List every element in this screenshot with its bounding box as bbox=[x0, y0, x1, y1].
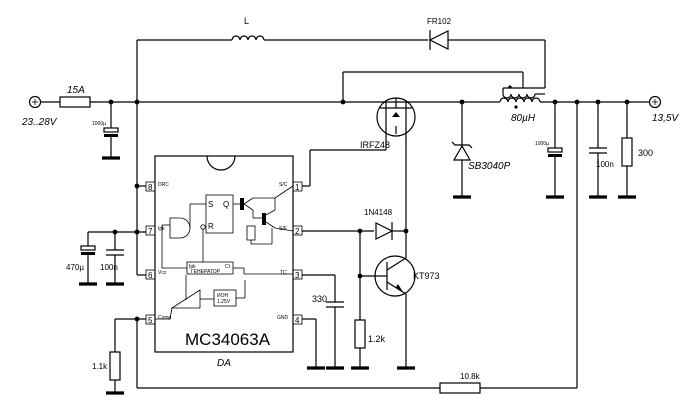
pin-7-name: Ipk bbox=[158, 226, 165, 232]
cap-470u bbox=[79, 232, 97, 286]
resistor-1k2-label: 1.2k bbox=[368, 334, 386, 344]
transistor-label: KT973 bbox=[413, 271, 440, 281]
ic-comparator bbox=[155, 275, 214, 320]
ic-mc34063a bbox=[154, 155, 294, 353]
diode-fr102-label: FR102 bbox=[427, 17, 452, 26]
ic-part-number: MC34063A bbox=[185, 330, 271, 349]
ic-output-transistors bbox=[233, 185, 294, 245]
output-terminal bbox=[648, 95, 662, 109]
cap-output-electrolytic bbox=[546, 102, 564, 199]
pin-1-name: S/C bbox=[279, 182, 288, 188]
osc-name: ГЕНЕРАТОР bbox=[191, 269, 221, 275]
cap-input-label: 1000µ bbox=[92, 121, 106, 127]
resistor-1k2 bbox=[351, 319, 369, 370]
top-feedback-line bbox=[136, 35, 546, 186]
cap-330 bbox=[326, 275, 344, 370]
ic-oscillator bbox=[161, 231, 293, 275]
pin-2-number: 2 bbox=[295, 227, 300, 236]
vref-name: ИОН bbox=[217, 293, 228, 299]
mosfet-label: IRFZ48 bbox=[360, 140, 390, 150]
choke-80uh bbox=[499, 85, 545, 109]
choke-label: 80µH bbox=[511, 113, 536, 124]
osc-ipk: Ipk bbox=[189, 264, 196, 270]
latch-r: R bbox=[208, 222, 214, 231]
schottky-label: SB3040P bbox=[468, 161, 511, 172]
pin-5-name: Comp bbox=[158, 315, 172, 321]
cap-330-label: 330 bbox=[312, 294, 327, 304]
pin-6-name: Vcc bbox=[158, 270, 167, 276]
mosfet-irfz48 bbox=[376, 97, 416, 137]
input-voltage-label: 23..28V bbox=[21, 117, 58, 128]
pin-4-number: 4 bbox=[295, 316, 300, 325]
pin-8-name: DRC bbox=[158, 182, 169, 188]
ic-and-gate bbox=[161, 203, 206, 239]
cap-output-label: 1000µ bbox=[535, 141, 549, 147]
input-terminal bbox=[28, 95, 42, 109]
transistor-kt973 bbox=[360, 231, 416, 370]
latch-s: S bbox=[208, 200, 213, 209]
diode-fr102 bbox=[428, 30, 449, 50]
ic-voltage-reference bbox=[213, 280, 246, 307]
inductor-l-label: L bbox=[244, 16, 249, 26]
diode-1n4148-label: 1N4148 bbox=[364, 208, 393, 217]
fuse bbox=[59, 96, 91, 108]
resistor-10k8 bbox=[439, 382, 481, 394]
cap-470u-label: 470µ bbox=[66, 263, 84, 272]
pin-3-number: 3 bbox=[295, 271, 300, 280]
osc-ct: Ct bbox=[225, 264, 231, 270]
pin-8-number: 8 bbox=[148, 183, 153, 192]
vref-value: 1.25V bbox=[217, 299, 231, 305]
pin-5-number: 5 bbox=[148, 316, 153, 325]
resistor-1k1 bbox=[106, 319, 124, 395]
cap-100n-left bbox=[106, 232, 124, 286]
cap-100n-left-label: 100n bbox=[100, 263, 118, 272]
fuse-label: 15A bbox=[67, 85, 85, 96]
pin-3-name: TC bbox=[280, 270, 287, 276]
cap-input bbox=[102, 102, 120, 160]
resistor-10k8-label: 10.8k bbox=[460, 372, 481, 381]
resistor-300-label: 300 bbox=[638, 148, 653, 158]
ic-pins-right bbox=[292, 181, 303, 325]
diode-1n4148 bbox=[375, 222, 406, 240]
cap-output-100n bbox=[589, 102, 607, 199]
cap-output-100n-label: 100n bbox=[596, 160, 614, 169]
pin-7-number: 7 bbox=[148, 227, 153, 236]
pin-6-number: 6 bbox=[148, 271, 153, 280]
resistor-300 bbox=[618, 102, 636, 199]
pin-1-number: 1 bbox=[295, 183, 300, 192]
ic-pins-left bbox=[145, 181, 156, 325]
pin-4-name: GND bbox=[277, 315, 289, 321]
output-voltage-label: 13,5V bbox=[652, 113, 679, 124]
resistor-1k1-label: 1.1k bbox=[92, 362, 108, 371]
ic-reference: DA bbox=[217, 358, 231, 369]
latch-q: Q bbox=[223, 200, 229, 209]
schottky-sb3040p bbox=[451, 102, 473, 199]
